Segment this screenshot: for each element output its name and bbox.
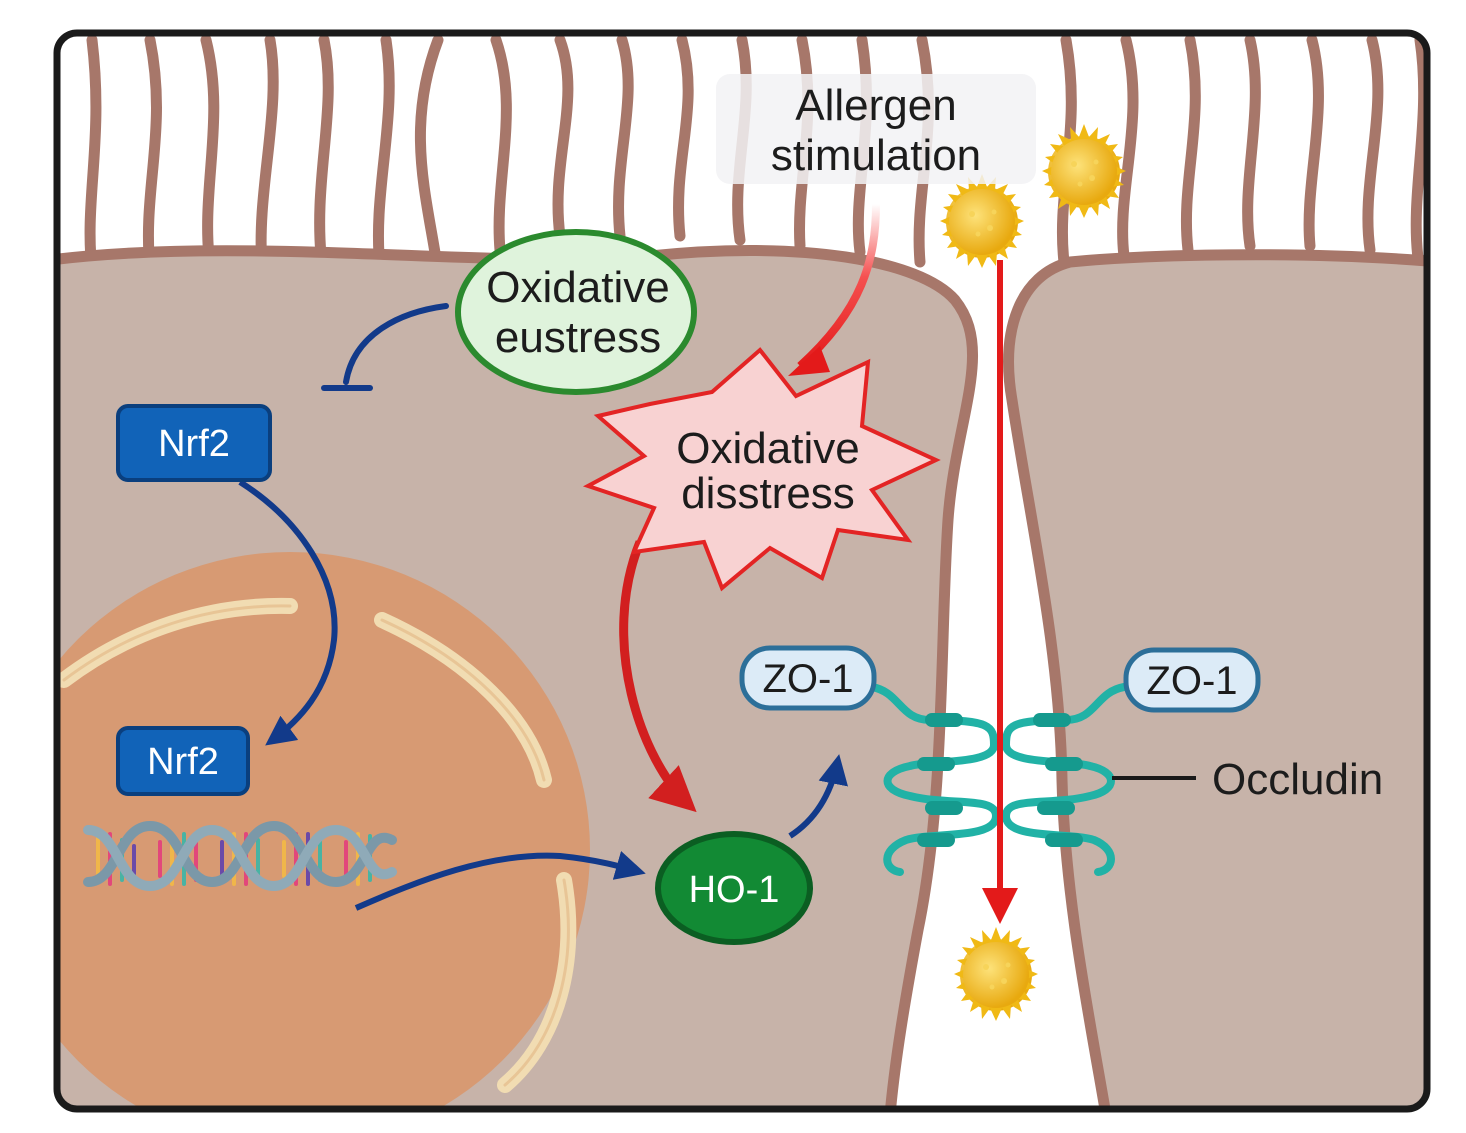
eustress-label-line1: Oxidative — [486, 263, 669, 312]
cilia — [84, 34, 1427, 278]
zo1-right-box — [1123, 647, 1261, 713]
nrf2-translocation-arrow — [238, 479, 338, 746]
ho1-node — [655, 831, 813, 945]
occludin-segments — [917, 713, 1083, 847]
transcription-arrow — [354, 850, 646, 911]
allergen-label-box — [716, 74, 1036, 184]
allergen-arrow-head — [788, 346, 830, 376]
inhibition-tee-icon — [321, 303, 449, 391]
zo1-left-label: ZO-1 — [762, 657, 853, 701]
nrf2-cytoplasm-box — [116, 404, 272, 482]
allergen-label-line2: stimulation — [771, 131, 981, 180]
disstress-label-line1: Oxidative — [676, 424, 859, 473]
disstress-label-line2: disstress — [681, 469, 855, 518]
diagram-frame — [53, 29, 1431, 1113]
nucleus — [57, 552, 590, 1109]
paracellular-arrow-head — [982, 888, 1018, 924]
ho1-to-zo1-arrow — [788, 754, 848, 839]
nrf2-nucleus-label: Nrf2 — [147, 741, 219, 783]
nrf2-nucleus-box — [116, 726, 250, 796]
eustress-label-line2: eustress — [495, 313, 661, 362]
occludin-label: Occludin — [1212, 755, 1383, 804]
zo1-left-box — [739, 645, 877, 711]
nrf2-cytoplasm-label: Nrf2 — [158, 423, 230, 465]
disstress-to-ho1-arrow — [619, 540, 697, 813]
allergen-label-line1: Allergen — [795, 81, 956, 130]
dna-helix-icon — [83, 820, 397, 892]
oxidative-eustress-node — [455, 229, 697, 395]
oxidative-disstress-node — [582, 347, 941, 592]
zo1-right-label: ZO-1 — [1146, 659, 1237, 703]
ho1-label: HO-1 — [689, 869, 780, 911]
